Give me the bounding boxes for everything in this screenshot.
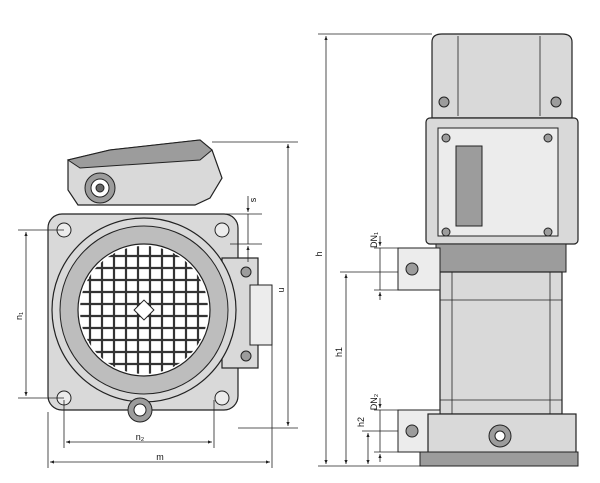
side-view bbox=[397, 33, 579, 467]
label-h1: h1 bbox=[334, 347, 344, 357]
pump-stages bbox=[439, 271, 563, 415]
discharge-port bbox=[397, 247, 441, 291]
front-dimensions bbox=[18, 141, 298, 468]
side-terminal-window bbox=[455, 145, 483, 227]
base-plug-icon bbox=[488, 424, 512, 448]
dimension-labels: n₁ n₂ m s u h h1 h2 DN₁ DN₂ bbox=[14, 197, 379, 462]
fan-grille bbox=[77, 243, 211, 377]
label-u: u bbox=[276, 287, 286, 292]
side-port-flange bbox=[249, 284, 273, 346]
upper-stage-flange bbox=[435, 243, 567, 273]
pump-foot bbox=[419, 451, 579, 467]
cable-gland-icon bbox=[84, 172, 116, 204]
label-dn2: DN₂ bbox=[369, 393, 379, 410]
terminal-box-top bbox=[66, 139, 213, 169]
drain-plug-icon bbox=[127, 397, 153, 423]
label-m: m bbox=[156, 452, 164, 462]
label-n1: n₁ bbox=[14, 312, 24, 320]
label-h: h bbox=[314, 251, 324, 256]
motor-top-cover bbox=[431, 33, 573, 119]
label-s: s bbox=[248, 197, 258, 202]
label-n2: n₂ bbox=[136, 432, 145, 442]
label-dn1: DN₁ bbox=[369, 232, 379, 248]
front-view bbox=[47, 139, 273, 423]
label-h2: h2 bbox=[356, 417, 366, 427]
side-dimensions bbox=[318, 33, 432, 467]
